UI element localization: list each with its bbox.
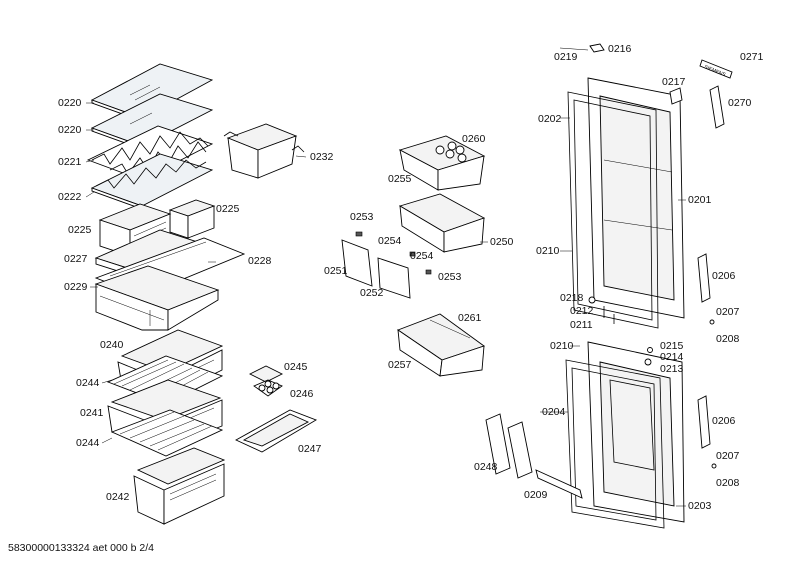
part-label-0232: 0232 bbox=[310, 152, 333, 163]
part-label-0222: 0222 bbox=[58, 192, 81, 203]
part-label-0208: 0208 bbox=[716, 478, 739, 489]
part-label-0241: 0241 bbox=[80, 408, 103, 419]
part-label-0206: 0206 bbox=[712, 416, 735, 427]
part-label-0220: 0220 bbox=[58, 98, 81, 109]
part-label-0255: 0255 bbox=[388, 174, 411, 185]
part-label-0254: 0254 bbox=[378, 236, 401, 247]
part-label-0270: 0270 bbox=[728, 98, 751, 109]
part-label-0253: 0253 bbox=[438, 272, 461, 283]
part-label-0221: 0221 bbox=[58, 157, 81, 168]
drawer-bottom bbox=[134, 448, 224, 524]
part-label-0254: 0254 bbox=[410, 251, 433, 262]
part-label-0217: 0217 bbox=[662, 77, 685, 88]
part-label-0212: 0212 bbox=[570, 306, 593, 317]
part-label-0216: 0216 bbox=[608, 44, 631, 55]
siemens-badge: SIEMENS bbox=[700, 60, 732, 79]
part-label-0228: 0228 bbox=[248, 256, 271, 267]
part-label-0211: 0211 bbox=[570, 320, 593, 331]
part-label-0207: 0207 bbox=[716, 451, 739, 462]
part-label-0215: 0215 bbox=[660, 341, 683, 352]
part-label-0218: 0218 bbox=[560, 293, 583, 304]
fridge-door-upper bbox=[588, 78, 684, 318]
part-label-0261: 0261 bbox=[458, 313, 481, 324]
part-label-0227: 0227 bbox=[64, 254, 87, 265]
small-container-right bbox=[170, 200, 214, 238]
egg-tray bbox=[250, 366, 282, 396]
document-footer-code: 58300000133324 aet 000 b 2/4 bbox=[8, 542, 154, 554]
part-label-0271: 0271 bbox=[740, 52, 763, 63]
part-label-0257: 0257 bbox=[388, 360, 411, 371]
part-label-0220: 0220 bbox=[58, 125, 81, 136]
part-label-0252: 0252 bbox=[360, 288, 383, 299]
part-label-0245: 0245 bbox=[284, 362, 307, 373]
part-label-0260: 0260 bbox=[462, 134, 485, 145]
part-label-0248: 0248 bbox=[474, 462, 497, 473]
part-label-0204: 0204 bbox=[542, 407, 565, 418]
part-label-0246: 0246 bbox=[290, 389, 313, 400]
part-label-0210: 0210 bbox=[536, 246, 559, 257]
part-label-0250: 0250 bbox=[490, 237, 513, 248]
part-label-0214: 0214 bbox=[660, 352, 683, 363]
part-label-0251: 0251 bbox=[324, 266, 347, 277]
part-label-0202: 0202 bbox=[538, 114, 561, 125]
door-handle-upper bbox=[698, 254, 710, 302]
part-label-0225: 0225 bbox=[68, 225, 91, 236]
bin-front-flap-left bbox=[342, 232, 372, 286]
hinge-cover-top bbox=[710, 86, 724, 128]
part-label-0244: 0244 bbox=[76, 438, 99, 449]
part-label-0253: 0253 bbox=[350, 212, 373, 223]
part-label-0206: 0206 bbox=[712, 271, 735, 282]
part-label-0219: 0219 bbox=[554, 52, 577, 63]
part-label-0240: 0240 bbox=[100, 340, 123, 351]
part-label-0203: 0203 bbox=[688, 501, 711, 512]
door-bin-small-top bbox=[224, 124, 304, 178]
part-label-0208: 0208 bbox=[716, 334, 739, 345]
part-label-0244: 0244 bbox=[76, 378, 99, 389]
part-label-0213: 0213 bbox=[660, 364, 683, 375]
part-label-0209: 0209 bbox=[524, 490, 547, 501]
part-label-0201: 0201 bbox=[688, 195, 711, 206]
part-label-0247: 0247 bbox=[298, 444, 321, 455]
part-label-0229: 0229 bbox=[64, 282, 87, 293]
part-label-0207: 0207 bbox=[716, 307, 739, 318]
part-label-0210: 0210 bbox=[550, 341, 573, 352]
door-bin-middle bbox=[400, 194, 484, 252]
part-label-0225: 0225 bbox=[216, 204, 239, 215]
door-handle-lower bbox=[698, 396, 710, 448]
part-label-0242: 0242 bbox=[106, 492, 129, 503]
